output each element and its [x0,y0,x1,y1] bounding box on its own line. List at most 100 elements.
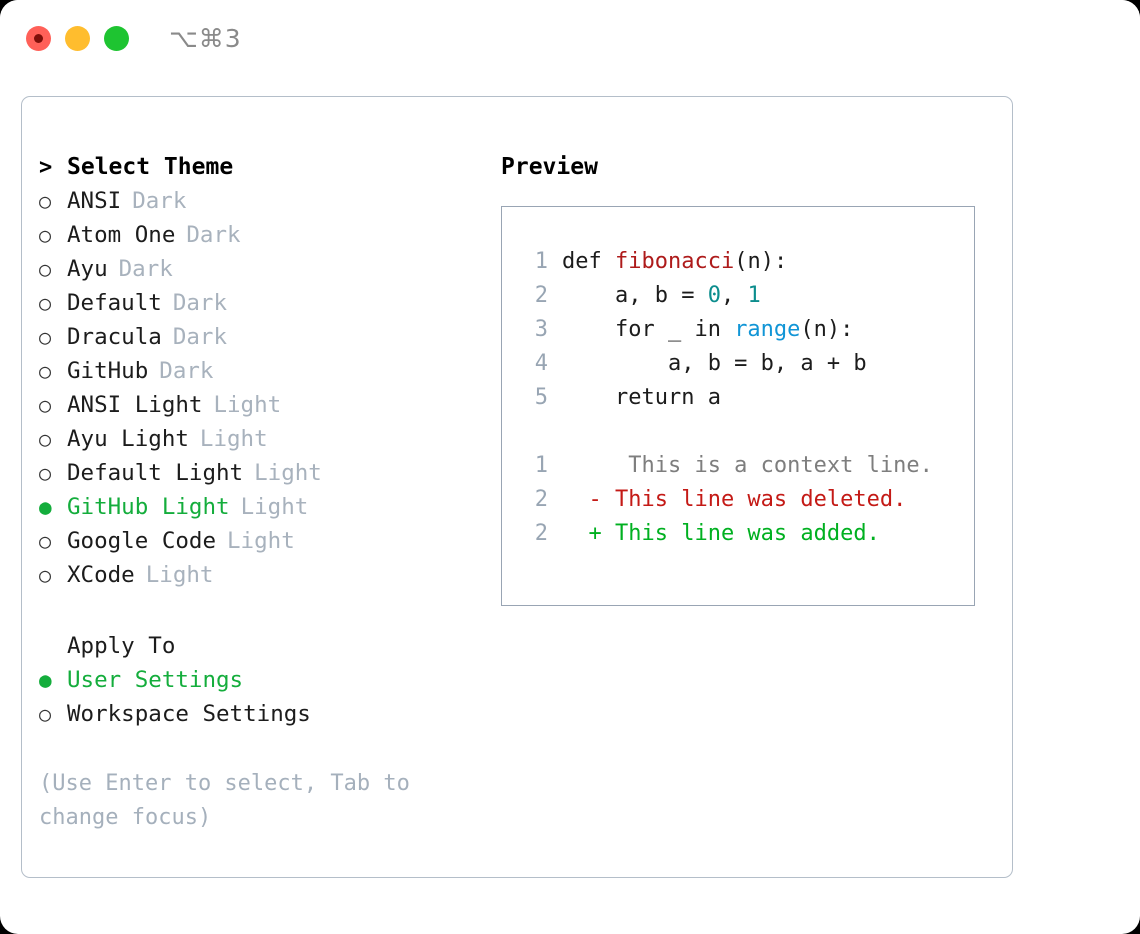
theme-name-label: GitHub [67,358,149,384]
theme-variant-badge: Dark [132,188,187,214]
line-number: 4 [534,351,548,376]
theme-variant-badge: Light [227,528,295,554]
code-diff-spacer [502,415,974,449]
radio-unselected-icon: ○ [39,529,52,553]
theme-variant-badge: Dark [159,358,214,384]
close-button-icon[interactable] [26,26,51,51]
theme-list-item[interactable]: ○ GitHub Dark [39,354,489,388]
minimize-button-icon[interactable] [65,26,90,51]
theme-name-label: Ayu [67,256,108,282]
preview-title: Preview [501,154,598,180]
line-number: 5 [534,385,548,410]
radio-selected-icon: ● [39,495,52,519]
radio-unselected-icon: ○ [39,427,52,451]
diff-line: 2 + This line was added. [502,517,974,551]
line-number: 2 [534,283,548,308]
radio-unselected-icon: ○ [39,189,52,213]
theme-list-item[interactable]: ○ Google Code Light [39,524,489,558]
line-number: 1 [534,249,548,274]
theme-list-item[interactable]: ● GitHub Light Light [39,490,489,524]
radio-unselected-icon: ○ [39,702,52,726]
apply-to-option[interactable]: ○Workspace Settings [39,697,489,731]
apply-to-option[interactable]: ● User Settings [39,663,489,697]
radio-unselected-icon: ○ [39,257,52,281]
keyboard-shortcut-label: ⌥⌘3 [169,24,242,53]
radio-unselected-icon: ○ [39,291,52,315]
code-token: (n): [734,249,788,274]
code-line-text: a, b = b, a + b [562,347,867,381]
title-bar: ⌥⌘3 [0,0,1140,78]
radio-unselected-icon: ○ [39,223,52,247]
theme-list-item[interactable]: ○ Default Dark [39,286,489,320]
theme-variant-badge: Light [199,426,268,452]
select-theme-header: > Select Theme [39,150,489,184]
radio-selected-icon: ● [39,668,52,692]
line-number: 2 [534,521,548,546]
apply-to-list: ● User Settings ○Workspace Settings [39,663,489,731]
code-token: fibonacci [614,249,735,274]
caret-right-icon: > [39,155,53,180]
diff-line-text: This is a context line. [562,453,933,478]
radio-unselected-icon: ○ [39,563,52,587]
radio-unselected-icon: ○ [39,359,52,383]
code-token: for _ in [562,317,735,342]
zoom-button-icon[interactable] [104,26,129,51]
code-line-text: a, b = 0, 1 [562,279,761,313]
code-token: 1 [747,283,761,308]
code-token: , [720,283,748,308]
apply-to-header-label: Apply To [67,633,176,659]
code-line: 5 return a [502,381,974,415]
diff-line-text: + This line was added. [562,521,880,546]
radio-unselected-icon: ○ [39,461,52,485]
theme-variant-badge: Light [213,392,282,418]
theme-name-label: Atom One [67,222,176,248]
code-token: return a [562,385,721,410]
apply-to-option-label: User Settings [67,667,244,693]
theme-variant-badge: Dark [172,324,228,350]
theme-list-item[interactable]: ○ Ayu Light Light [39,422,489,456]
code-token: a, b = [562,283,708,308]
theme-variant-badge: Dark [172,290,228,316]
theme-list-item[interactable]: ○ XCode Light [39,558,489,592]
theme-variant-badge: Dark [186,222,241,248]
theme-name-label: GitHub Light [67,494,230,520]
theme-name-label: Google Code [67,528,217,554]
diff-sample: 1 This is a context line.2 - This line w… [502,449,974,551]
theme-name-label: Default [67,290,162,316]
theme-variant-badge: Dark [118,256,173,282]
code-line-text: def fibonacci(n): [562,245,787,279]
code-line: 2 a, b = 0, 1 [502,279,974,313]
line-number: 2 [534,487,548,512]
code-token: a, b = b, a + b [562,351,867,376]
code-token: 0 [707,283,721,308]
code-token: def [562,249,615,274]
theme-name-label: Ayu Light [67,426,189,452]
window-controls [26,26,129,51]
theme-list-item[interactable]: ○ Default Light Light [39,456,489,490]
code-line: 4 a, b = b, a + b [502,347,974,381]
theme-list-item[interactable]: ○ Atom One Dark [39,218,489,252]
apply-to-header: ○ Apply To [39,629,489,663]
theme-name-label: XCode [67,562,135,588]
diff-line: 2 - This line was deleted. [502,483,974,517]
code-token: (n): [800,317,854,342]
theme-list-item[interactable]: ○ Ayu Dark [39,252,489,286]
diff-line: 1 This is a context line. [502,449,974,483]
theme-variant-badge: Light [145,562,214,588]
theme-variant-badge: Light [254,460,322,486]
theme-variant-badge: Light [240,494,309,520]
apply-to-marker-placeholder: ○ [39,629,67,663]
line-number: 1 [534,453,548,478]
code-line-text: for _ in range(n): [562,313,853,347]
spacer [39,592,489,627]
theme-name-label: Default Light [67,460,244,486]
